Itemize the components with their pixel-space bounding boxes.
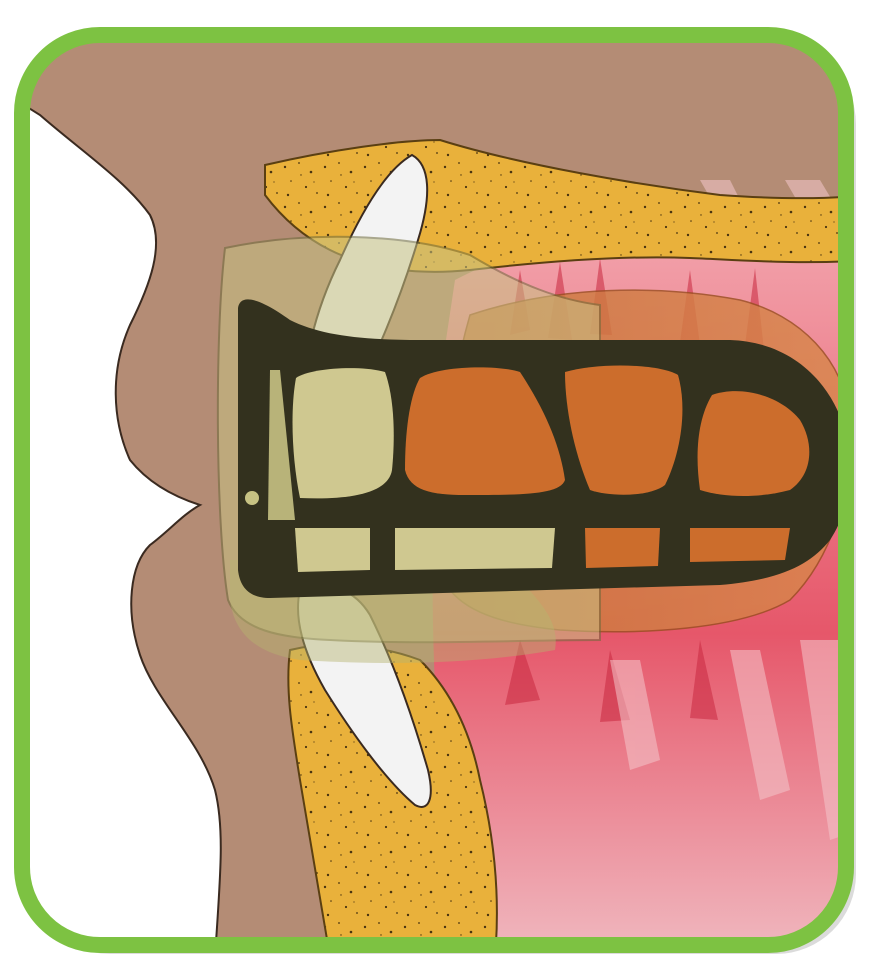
frame-rivet — [245, 491, 259, 505]
mouthpiece-frame — [238, 299, 850, 598]
